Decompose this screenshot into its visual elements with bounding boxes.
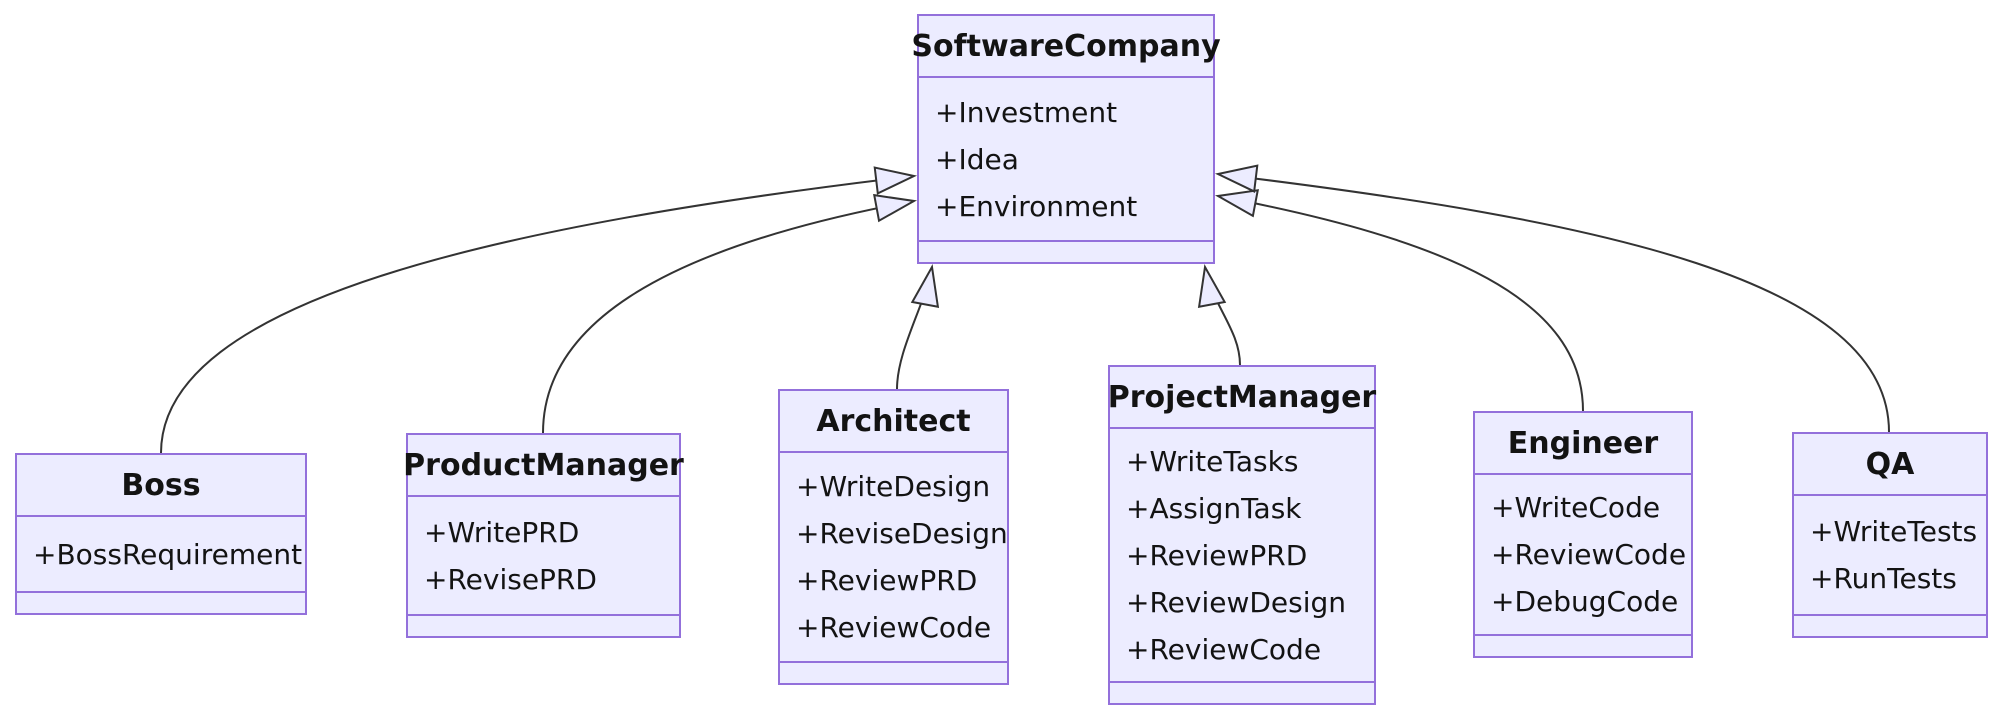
class-member: +WriteTests [1810, 515, 1978, 548]
class-member: +Investment [935, 95, 1118, 129]
class-member: +Idea [935, 142, 1019, 176]
class-member: +WriteDesign [796, 470, 991, 503]
inheritance-edge-qa [1214, 164, 1890, 433]
class-member: +ReviewCode [796, 611, 992, 644]
class-methods-empty [1475, 634, 1691, 656]
class-member: +WriteCode [1491, 491, 1661, 524]
class-members: +WritePRD +RevisePRD [408, 497, 679, 614]
class-member: +ReviseDesign [796, 517, 1008, 550]
class-title: Architect [780, 391, 1007, 453]
inheritance-edge-engineer [1214, 189, 1584, 412]
inheritance-edge-boss [160, 166, 918, 454]
class-methods-empty [408, 614, 679, 636]
class-members: +Investment +Idea +Environment [919, 78, 1213, 240]
class-members: +WriteTasks +AssignTask +ReviewPRD +Revi… [1110, 429, 1374, 681]
class-member: +AssignTask [1126, 491, 1302, 525]
inheritance-edge-architect [896, 263, 940, 390]
class-box-boss: Boss +BossRequirement [15, 453, 307, 615]
class-methods-empty [780, 661, 1007, 683]
class-member: +RevisePRD [424, 562, 597, 596]
class-members: +WriteTests +RunTests [1794, 496, 1986, 614]
class-methods-empty [919, 240, 1213, 262]
class-methods-empty [1110, 681, 1374, 703]
class-members: +WriteDesign +ReviseDesign +ReviewPRD +R… [780, 453, 1008, 661]
class-member: +WritePRD [424, 515, 580, 549]
class-member: +BossRequirement [33, 537, 303, 571]
class-methods-empty [1794, 614, 1986, 636]
class-title: Engineer [1475, 413, 1691, 475]
class-title: ProductManager [403, 435, 684, 497]
class-title: ProjectManager [1108, 367, 1376, 429]
class-member: +WriteTasks [1126, 444, 1299, 478]
class-box-architect: Architect +WriteDesign +ReviseDesign +Re… [778, 389, 1009, 685]
inheritance-edge-projectmanager [1197, 263, 1241, 366]
class-members: +BossRequirement [17, 517, 305, 591]
class-box-softwarecompany: SoftwareCompany +Investment +Idea +Envir… [911, 14, 1221, 264]
class-title: SoftwareCompany [911, 16, 1221, 78]
class-member: +RunTests [1810, 562, 1957, 595]
class-box-qa: QA +WriteTests +RunTests [1792, 432, 1988, 638]
class-member: +ReviewCode [1126, 632, 1322, 666]
class-box-engineer: Engineer +WriteCode +ReviewCode +DebugCo… [1473, 411, 1693, 658]
class-member: +Environment [935, 189, 1138, 223]
class-member: +ReviewPRD [796, 564, 978, 597]
class-member: +ReviewDesign [1126, 585, 1347, 619]
class-member: +ReviewCode [1491, 538, 1687, 571]
inheritance-edge-productmanager [542, 193, 918, 434]
class-methods-empty [17, 591, 305, 613]
class-title: QA [1794, 434, 1986, 496]
class-member: +ReviewPRD [1126, 538, 1308, 572]
class-member: +DebugCode [1491, 585, 1679, 618]
class-box-projectmanager: ProjectManager +WriteTasks +AssignTask +… [1108, 365, 1376, 705]
class-box-productmanager: ProductManager +WritePRD +RevisePRD [403, 433, 684, 638]
class-title: Boss [17, 455, 305, 517]
class-members: +WriteCode +ReviewCode +DebugCode [1475, 475, 1691, 634]
